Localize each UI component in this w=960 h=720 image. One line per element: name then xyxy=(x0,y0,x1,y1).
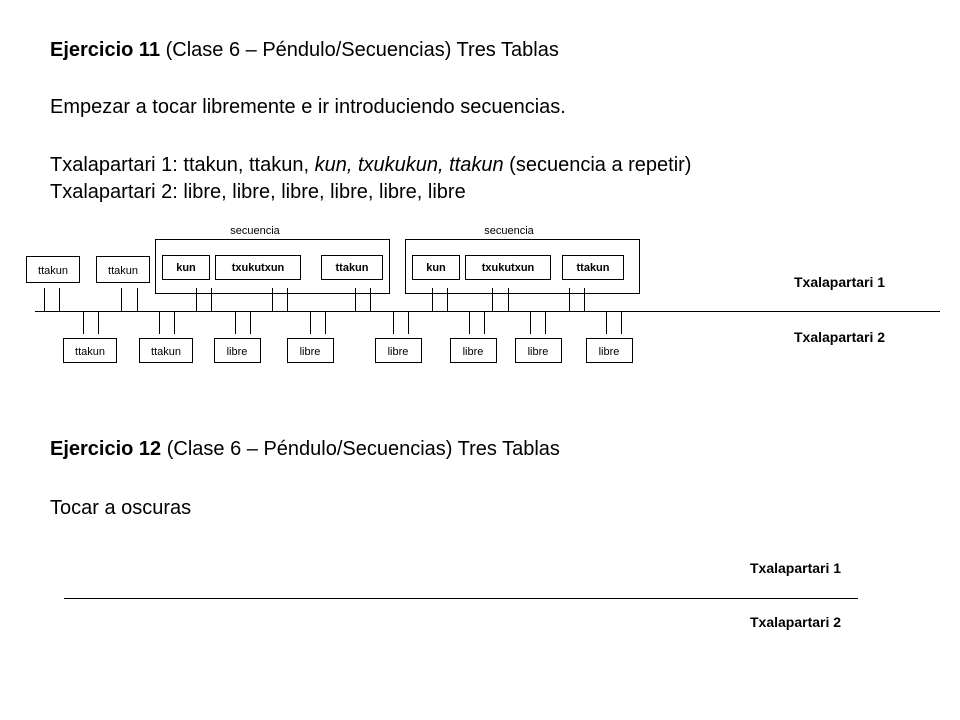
ex11-title-rest: (Clase 6 – Péndulo/Secuencias) Tres Tabl… xyxy=(160,39,559,61)
seq2-label-1: kun xyxy=(426,262,446,274)
sequence-label-1: secuencia xyxy=(230,225,280,237)
top-box-1 xyxy=(26,256,80,283)
bottom-box-label-8: libre xyxy=(599,346,620,358)
bottom-box-4 xyxy=(287,338,334,363)
bottom-box-5 xyxy=(375,338,422,363)
seq1-label-3: ttakun xyxy=(336,262,369,274)
bottom-box-label-1: ttakun xyxy=(75,346,105,358)
diagram2-player1-label: Txalapartari 1 xyxy=(750,560,841,576)
ex12-title-rest: (Clase 6 – Péndulo/Secuencias) Tres Tabl… xyxy=(161,438,560,460)
ex11-t1-italic: kun, txukukun, ttakun xyxy=(314,154,504,176)
sequence-frame-2 xyxy=(405,239,640,294)
seq1-label-1: kun xyxy=(176,262,196,274)
bottom-box-label-6: libre xyxy=(463,346,484,358)
sequence-label-2: secuencia xyxy=(484,225,534,237)
top-box-label-2: ttakun xyxy=(108,265,138,277)
seq2-box-1 xyxy=(412,255,460,280)
ex11-title: Ejercicio 11 (Clase 6 – Péndulo/Secuenci… xyxy=(50,38,559,62)
bottom-box-7 xyxy=(515,338,562,363)
seq1-box-3 xyxy=(321,255,383,280)
ex12-instruction: Tocar a oscuras xyxy=(50,497,192,519)
ex12-title-bold: Ejercicio 12 xyxy=(50,438,162,460)
bottom-box-label-5: libre xyxy=(388,346,409,358)
bottom-box-label-4: libre xyxy=(300,346,321,358)
bottom-box-3 xyxy=(214,338,261,363)
ex12-title: Ejercicio 12 (Clase 6 – Péndulo/Secuenci… xyxy=(50,437,560,461)
bottom-box-8 xyxy=(586,338,633,363)
seq2-box-3 xyxy=(562,255,624,280)
bottom-box-label-3: libre xyxy=(227,346,248,358)
bottom-box-2 xyxy=(139,338,193,363)
bottom-box-label-7: libre xyxy=(528,346,549,358)
upper-strike-ticks xyxy=(44,288,585,311)
ex11-t1-suffix: (secuencia a repetir) xyxy=(503,154,692,176)
ex11-title-bold: Ejercicio 11 xyxy=(50,39,161,61)
diagram1-player1-label: Txalapartari 1 xyxy=(794,274,885,290)
diagram2-player2-label: Txalapartari 2 xyxy=(750,614,841,630)
seq1-box-2 xyxy=(215,255,301,280)
ex11-player1-line: Txalapartari 1: ttakun, ttakun, kun, txu… xyxy=(50,153,691,177)
ex11-t1-prefix: Txalapartari 1: ttakun, ttakun, xyxy=(50,154,315,176)
seq2-label-3: ttakun xyxy=(577,262,610,274)
top-box-2 xyxy=(96,256,150,283)
lower-strike-ticks xyxy=(83,312,622,334)
bottom-box-1 xyxy=(63,338,117,363)
ex11-player2-line: Txalapartari 2: libre, libre, libre, lib… xyxy=(50,181,466,203)
seq2-box-2 xyxy=(465,255,551,280)
seq1-label-2: txukutxun xyxy=(232,262,285,274)
bottom-box-6 xyxy=(450,338,497,363)
seq2-label-2: txukutxun xyxy=(482,262,535,274)
top-box-label-1: ttakun xyxy=(38,265,68,277)
bottom-box-label-2: ttakun xyxy=(151,346,181,358)
seq1-box-1 xyxy=(162,255,210,280)
diagram1-player2-label: Txalapartari 2 xyxy=(794,329,885,345)
ex11-instruction: Empezar a tocar libremente e ir introduc… xyxy=(50,96,566,118)
